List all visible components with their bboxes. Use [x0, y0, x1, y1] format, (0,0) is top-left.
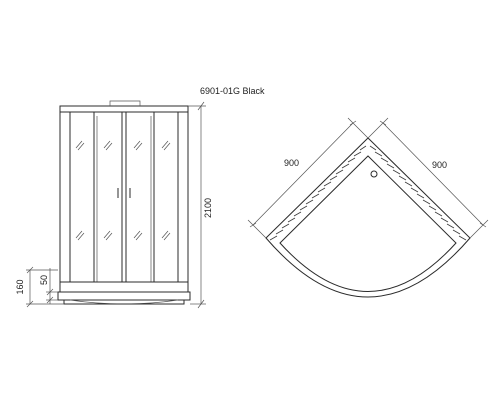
tray-height-dimension: 160 [15, 266, 64, 308]
front-view [57, 100, 191, 305]
right-width-label: 900 [432, 160, 447, 170]
step-height-label: 50 [39, 275, 49, 285]
height-label: 2100 [203, 198, 213, 218]
left-width-dimension: 900 [247, 117, 369, 239]
model-label: 6901-01G Black [200, 86, 265, 96]
height-dimension: 2100 [188, 101, 213, 309]
right-width-dimension: 900 [367, 117, 489, 239]
left-width-label: 900 [284, 158, 299, 168]
top-view [265, 137, 471, 298]
step-height-dimension: 50 [39, 268, 58, 304]
tray-height-label: 160 [15, 279, 25, 294]
